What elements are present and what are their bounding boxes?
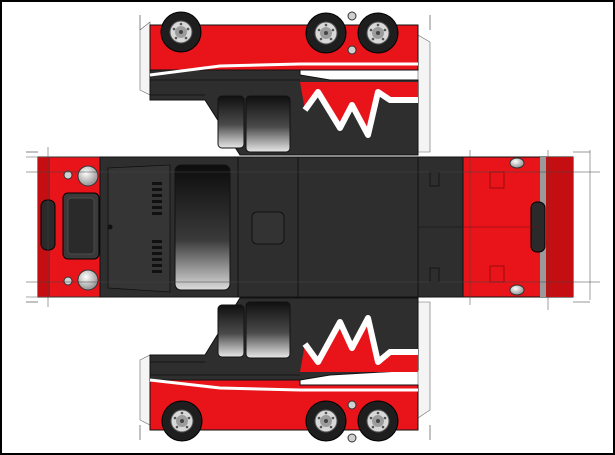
wheel-icon <box>305 12 347 54</box>
wheel-icon <box>357 400 399 442</box>
roof-and-hood-strip <box>26 147 600 310</box>
top-side-panel <box>139 11 431 156</box>
bottom-side-panel <box>139 297 431 443</box>
wheel-icon <box>160 11 202 53</box>
wheel-icon <box>357 12 399 54</box>
taillight-icon <box>509 157 525 169</box>
wheel-icon <box>161 400 203 442</box>
taillight-icon <box>509 284 525 296</box>
wheel-icon <box>305 400 347 442</box>
headlight-icon <box>77 165 99 187</box>
headlight-icon <box>77 269 99 291</box>
